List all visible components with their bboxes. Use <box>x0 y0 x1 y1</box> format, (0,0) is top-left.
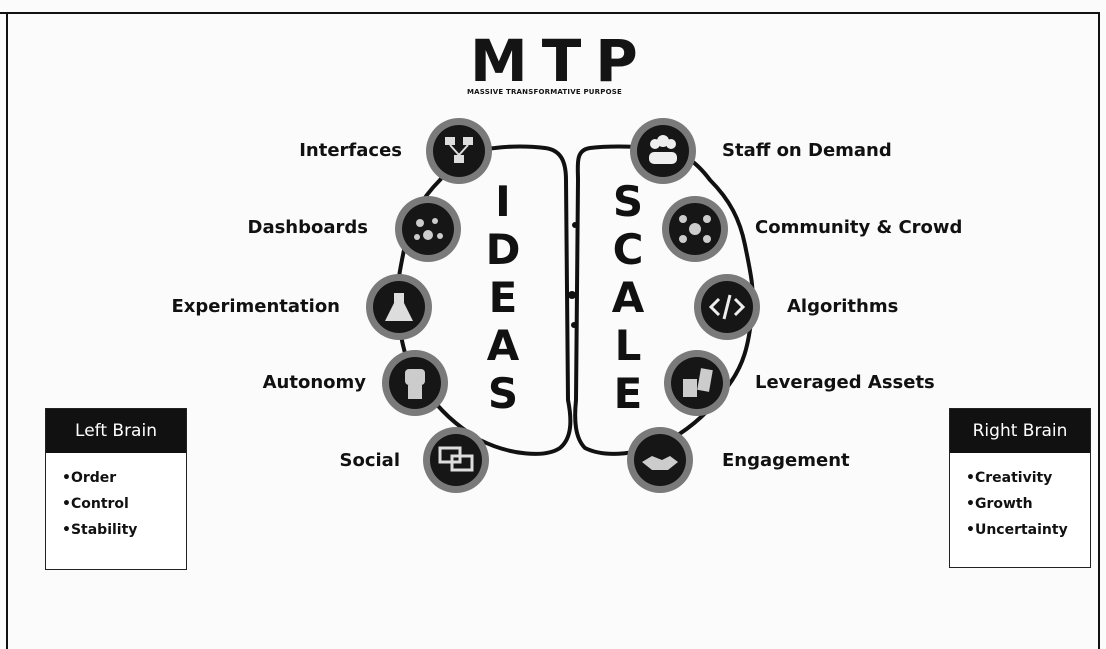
center-dot <box>572 222 578 228</box>
ideas-letter: S <box>487 369 519 418</box>
code-icon <box>694 274 760 340</box>
ideas-letter: E <box>488 273 518 322</box>
chat-icon <box>423 427 489 493</box>
dashboards-icon <box>395 196 461 262</box>
label-staff-on-demand: Staff on Demand <box>722 140 892 161</box>
list-item: Creativity <box>966 465 1090 491</box>
label-leveraged-assets: Leveraged Assets <box>755 372 935 393</box>
flask-icon <box>366 274 432 340</box>
list-item: Uncertainty <box>966 517 1090 543</box>
center-dot <box>568 291 576 299</box>
scale-letter: A <box>611 273 645 322</box>
frame-border-left <box>6 12 8 649</box>
people-icon <box>630 118 696 184</box>
ideas-letter: D <box>485 225 521 274</box>
list-item: Control <box>62 491 186 517</box>
label-dashboards: Dashboards <box>247 217 369 238</box>
label-experimentation: Experimentation <box>171 296 340 317</box>
ideas-letter: I <box>495 177 511 226</box>
mtp-title: MTP <box>470 27 652 95</box>
label-autonomy: Autonomy <box>262 372 366 393</box>
interfaces-icon <box>426 118 492 184</box>
mtp-subtitle: MASSIVE TRANSFORMATIVE PURPOSE <box>467 88 622 96</box>
scale-letter: S <box>612 177 644 226</box>
right-brain-title: Right Brain <box>950 409 1090 453</box>
list-item: Stability <box>62 517 186 543</box>
center-dot <box>571 322 577 328</box>
rental-icon <box>664 350 730 416</box>
label-community-crowd: Community & Crowd <box>755 217 963 238</box>
label-interfaces: Interfaces <box>299 140 402 161</box>
frame-border-right <box>1098 12 1100 649</box>
fist-icon <box>382 350 448 416</box>
right-brain-box: Right Brain Creativity Growth Uncertaint… <box>949 408 1091 568</box>
scale-letter: C <box>612 225 644 274</box>
left-brain-box: Left Brain Order Control Stability <box>45 408 187 570</box>
left-brain-list: Order Control Stability <box>46 453 186 543</box>
scale-letter: L <box>614 321 642 370</box>
crowd-icon <box>662 196 728 262</box>
ideas-letter: A <box>486 321 520 370</box>
label-engagement: Engagement <box>722 450 850 471</box>
label-algorithms: Algorithms <box>787 296 899 317</box>
left-brain-title: Left Brain <box>46 409 186 453</box>
handshake-icon <box>627 427 693 493</box>
frame-border-top <box>0 12 1100 14</box>
list-item: Growth <box>966 491 1090 517</box>
scale-letter: E <box>613 369 643 418</box>
list-item: Order <box>62 465 186 491</box>
label-social: Social <box>339 450 401 471</box>
right-brain-list: Creativity Growth Uncertainty <box>950 453 1090 543</box>
